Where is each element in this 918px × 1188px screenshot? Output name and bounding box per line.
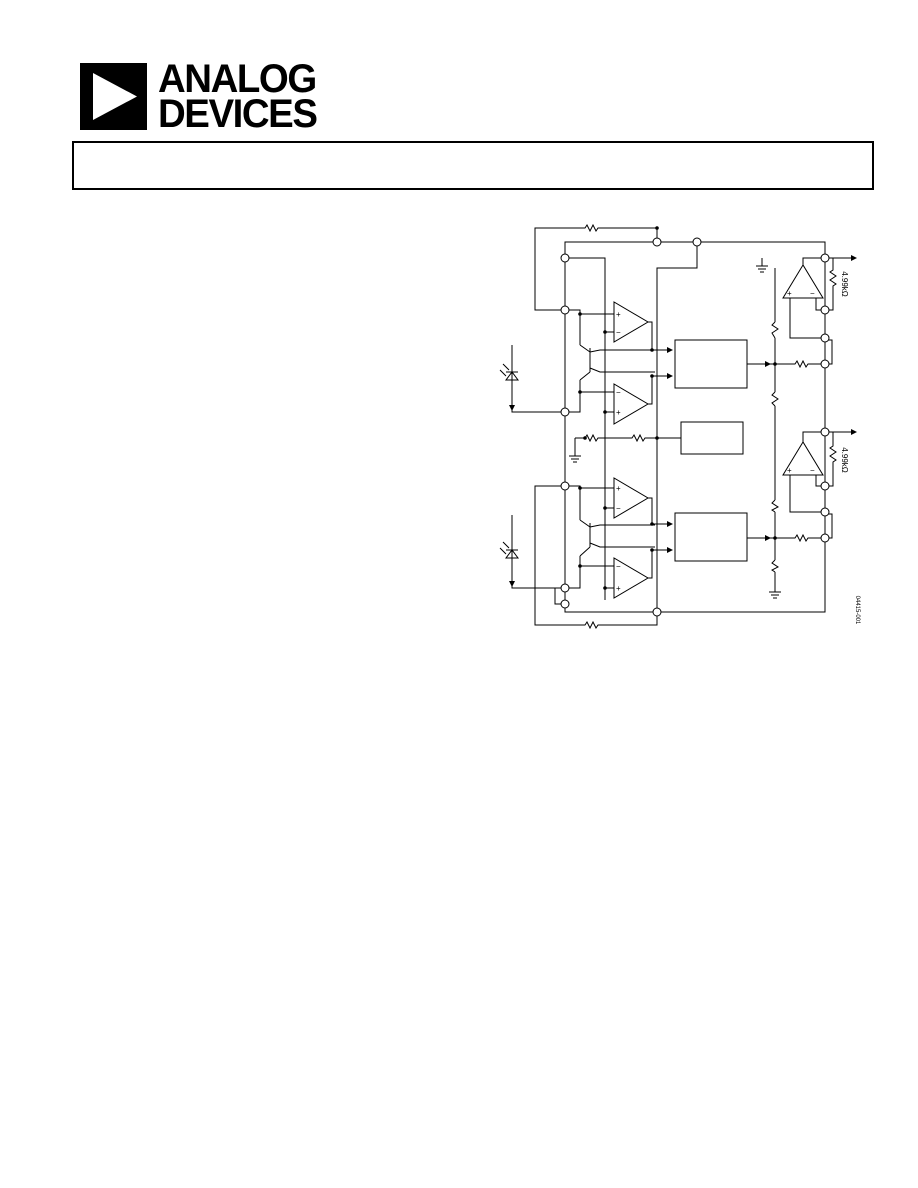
- upper-opamp-1: [613, 301, 649, 343]
- lower-ground-icon: [769, 590, 781, 599]
- lower-output-wire: [770, 533, 825, 543]
- svg-text:−: −: [616, 328, 621, 337]
- svg-text:−: −: [616, 388, 621, 397]
- top-right-pin-wire: [656, 242, 698, 610]
- junction-dots: [578, 226, 777, 590]
- middle-ground-icon: [569, 438, 581, 463]
- lower-output-resistor: [825, 432, 837, 487]
- analog-devices-triangle-logo-icon: [80, 63, 147, 130]
- lower-opamp-wires: [580, 487, 653, 589]
- brand-name-line2: DEVICES: [158, 92, 318, 136]
- upper-output-opamp: [782, 264, 824, 299]
- brand-name-line1: ANALOG: [158, 57, 317, 101]
- lower-output-opamp: [782, 441, 824, 476]
- upper-output-opamp-wires: [789, 257, 826, 364]
- svg-text:+: +: [787, 466, 792, 475]
- brand-logo: ANALOG DEVICES: [80, 57, 320, 136]
- lower-log-block: [674, 512, 748, 562]
- svg-text:−: −: [810, 466, 815, 475]
- upper-transistor-pair: [579, 344, 655, 381]
- lower-feedback-wire: [534, 485, 580, 626]
- upper-photodiode-wire: [511, 345, 565, 413]
- top-feedback-resistor: [580, 223, 658, 242]
- pin-circles: [560, 237, 830, 617]
- lower-photodiode-wire: [511, 515, 565, 589]
- middle-reference-wire: [575, 433, 681, 443]
- svg-text:−: −: [616, 504, 621, 513]
- lower-opamp-2: [613, 557, 649, 599]
- lower-output-resistor-label: 4.99kΩ: [840, 447, 849, 473]
- upper-output-resistor: [825, 258, 837, 311]
- upper-input-wire-2: [565, 309, 581, 345]
- middle-reference-block: [680, 421, 744, 455]
- upper-log-block: [674, 339, 748, 389]
- figure-code: 04415-001: [854, 596, 860, 625]
- upper-input-wire-1: [565, 257, 606, 600]
- lower-feedback-resistor: [580, 612, 658, 630]
- svg-text:+: +: [616, 584, 621, 593]
- svg-text:−: −: [810, 289, 815, 298]
- lower-photodiode-icon: [499, 541, 519, 582]
- top-feedback-wire: [534, 227, 580, 311]
- svg-text:+: +: [787, 289, 792, 298]
- lower-input-wire-1: [565, 485, 581, 520]
- upper-output-resistor-label: 4.99kΩ: [840, 271, 849, 297]
- lower-opamp-1: [613, 477, 649, 519]
- lower-transistor-pair: [579, 519, 655, 557]
- svg-text:−: −: [616, 562, 621, 571]
- upper-opamp-2: [613, 383, 649, 425]
- opamp-signs: + − − + + − − + + − + −: [616, 289, 815, 593]
- svg-text:+: +: [616, 310, 621, 319]
- upper-opamp-wires: [580, 313, 653, 413]
- upper-input-wire-3: [565, 380, 581, 413]
- upper-output-wire: [770, 359, 825, 369]
- divider-resistors: [771, 321, 779, 573]
- functional-block-diagram: + − − + + − − + + − + − 4.99kΩ 4.99kΩ 04415-00…: [499, 223, 860, 630]
- lower-output-opamp-wires: [789, 431, 826, 538]
- upper-ground-icon: [756, 258, 768, 273]
- upper-photodiode-icon: [499, 363, 519, 405]
- lower-input-wire-2: [565, 556, 581, 589]
- title-frame: [72, 141, 874, 190]
- svg-text:+: +: [616, 408, 621, 417]
- svg-text:+: +: [616, 484, 621, 493]
